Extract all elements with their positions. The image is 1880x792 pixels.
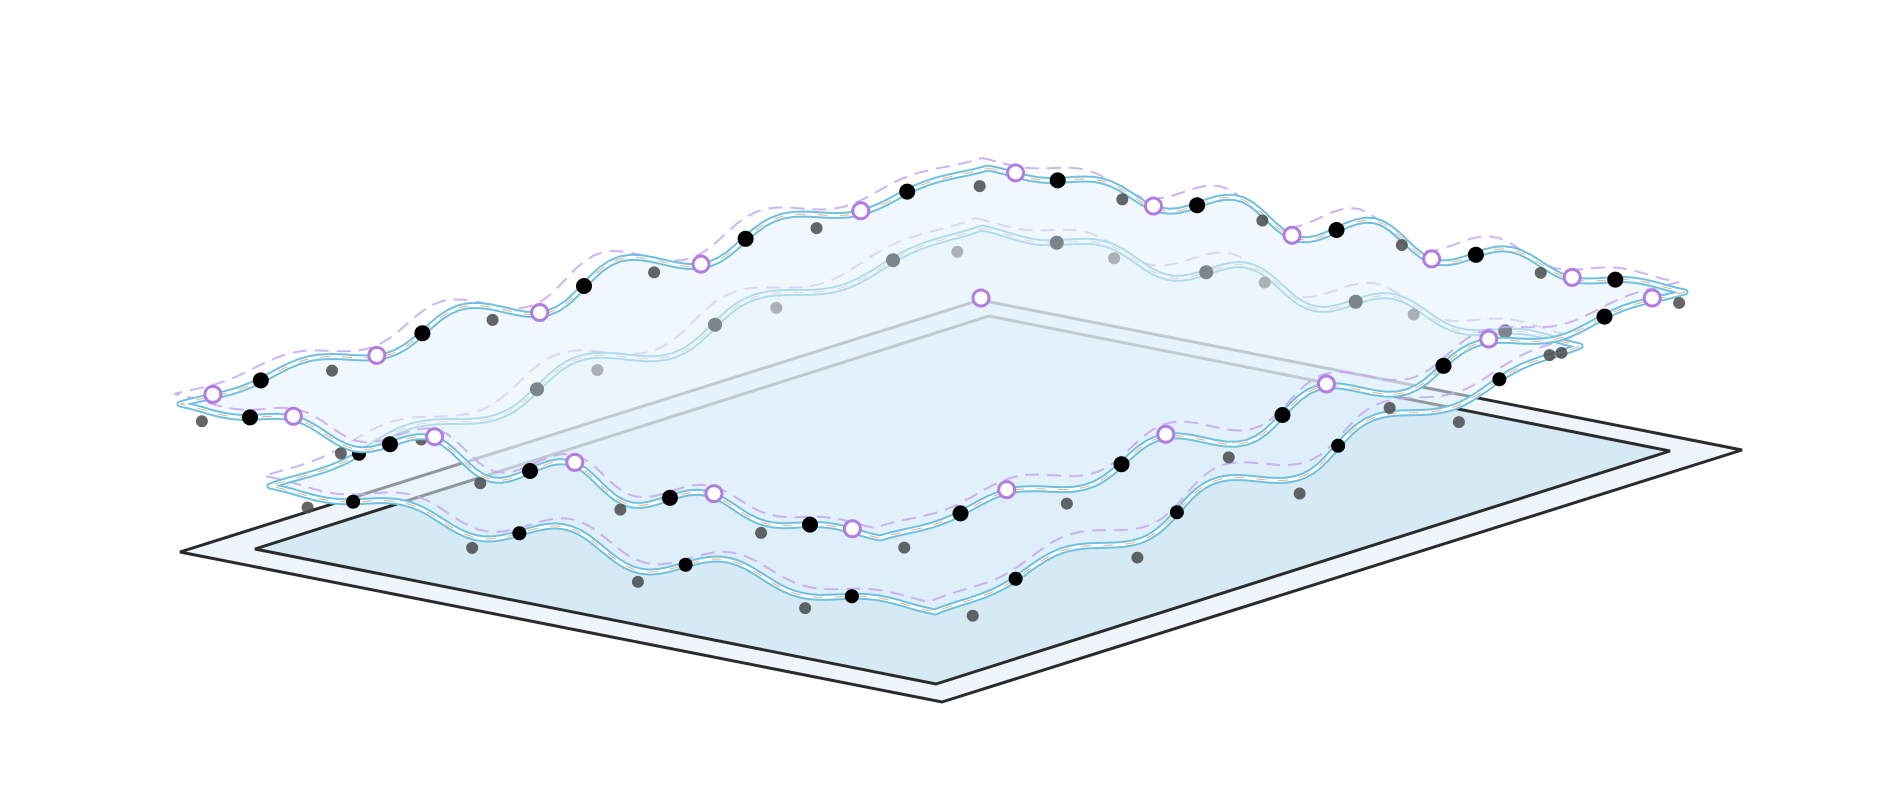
black-node (242, 409, 258, 426)
grey-node (466, 541, 479, 554)
apex-hollow-node (971, 288, 991, 308)
hollow-node (851, 201, 871, 221)
grey-node (1452, 416, 1465, 429)
hollow-node (1006, 163, 1026, 183)
black-node (1169, 505, 1184, 520)
grey-node (301, 501, 314, 514)
grey-node (1555, 346, 1568, 359)
grey-node (1534, 266, 1547, 279)
outer-ring-dashed-curve (173, 156, 1680, 530)
black-node (252, 372, 269, 389)
black-node (414, 325, 431, 342)
hollow-node (1562, 267, 1582, 287)
grey-node (648, 266, 661, 279)
grey-node (1383, 401, 1396, 414)
hollow-node (997, 480, 1017, 500)
black-node (1049, 172, 1066, 189)
black-node (1435, 357, 1452, 374)
black-node (678, 557, 693, 572)
grey-node (755, 526, 768, 539)
hollow-node (565, 452, 585, 472)
grey-node (973, 180, 986, 193)
hollow-node (367, 345, 387, 365)
hollow-node (1282, 225, 1302, 245)
black-node (1596, 308, 1613, 325)
black-node (346, 494, 361, 509)
black-node (382, 436, 398, 453)
black-node (737, 230, 754, 247)
grey-node (1060, 497, 1073, 510)
grey-node (810, 222, 823, 235)
black-node (1008, 571, 1023, 586)
hollow-node (1316, 374, 1336, 394)
hollow-node (1156, 424, 1176, 444)
black-node (512, 526, 527, 541)
grey-node (1543, 349, 1556, 362)
hollow-node (1642, 288, 1662, 308)
outer-ring-tube-core (179, 167, 1686, 539)
grey-node (1131, 551, 1144, 564)
hollow-node (691, 254, 711, 274)
outer-ring-fill (180, 168, 1685, 538)
black-node (1607, 271, 1624, 288)
grey-node (1222, 451, 1235, 464)
black-node (802, 516, 818, 533)
hollow-node (425, 427, 445, 447)
grey-node (474, 477, 487, 490)
black-node (662, 489, 678, 506)
grey-node (486, 313, 499, 326)
black-node (899, 183, 916, 200)
grey-node (631, 575, 644, 588)
grey-node (1256, 214, 1269, 227)
grey-node (799, 602, 812, 615)
grey-node (614, 503, 627, 516)
hollow-node (1479, 329, 1499, 349)
grey-node (334, 447, 347, 460)
black-node (1189, 197, 1206, 214)
hollow-node (1143, 196, 1163, 216)
hollow-node (530, 303, 550, 323)
grey-node (326, 364, 339, 377)
grey-node (898, 541, 911, 554)
black-node (1492, 372, 1507, 387)
black-node (844, 589, 859, 604)
hollow-node (704, 484, 724, 504)
black-node (1274, 407, 1291, 423)
grey-node (1395, 238, 1408, 251)
black-node (1328, 222, 1345, 238)
hollow-node (203, 384, 223, 404)
black-node (1113, 456, 1130, 473)
grey-node (966, 609, 979, 622)
hollow-node (1422, 249, 1442, 269)
hollow-node (283, 406, 303, 426)
black-node (1331, 438, 1346, 453)
black-node (1467, 246, 1484, 263)
grey-node (1116, 193, 1129, 206)
outer-ring (173, 156, 1689, 554)
grey-node (1673, 296, 1686, 309)
rings-layer (173, 156, 1689, 622)
grey-node (1293, 487, 1306, 500)
hollow-node (842, 519, 862, 539)
black-node (522, 463, 538, 479)
grey-node (195, 415, 208, 428)
black-node (952, 505, 969, 522)
black-node (576, 278, 592, 294)
